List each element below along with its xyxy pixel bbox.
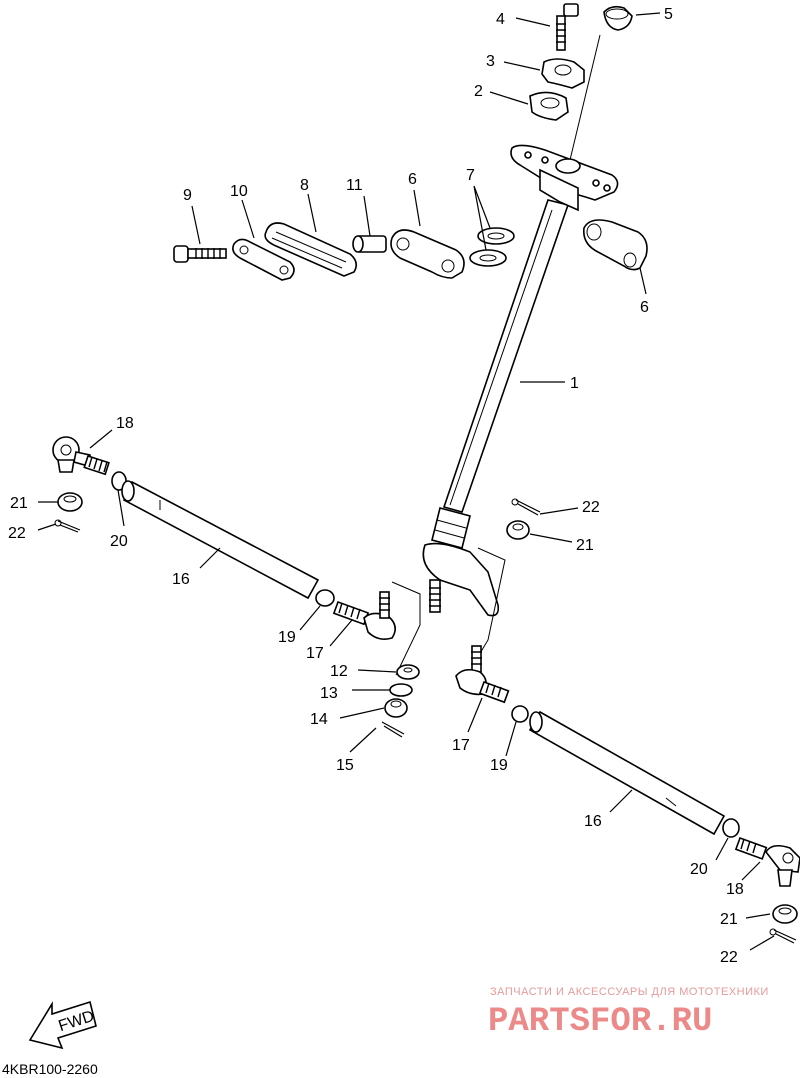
callout-17-left: 17 xyxy=(306,645,324,662)
callout-18-right: 18 xyxy=(726,881,744,898)
callout-19-right: 19 xyxy=(490,757,508,774)
tie-rod-16-right xyxy=(528,710,726,836)
callouts: 4 5 3 2 1 9 10 8 11 6 7 6 18 21 22 20 16… xyxy=(8,6,744,966)
cotter-pin-15 xyxy=(381,721,405,738)
callout-12: 12 xyxy=(330,663,348,680)
watermark-logo: PARTSFOR.RU xyxy=(488,1003,712,1041)
callout-21-left: 21 xyxy=(10,495,28,512)
bolt-4 xyxy=(556,3,579,51)
steering-shaft xyxy=(422,199,570,617)
nut-14 xyxy=(384,698,408,718)
tie-rod-end-17-left xyxy=(332,591,396,640)
nut-21-left xyxy=(57,492,83,512)
fwd-arrow-icon: FWD xyxy=(28,1000,97,1050)
callout-6-left: 6 xyxy=(408,171,417,188)
nut-20-right xyxy=(722,818,740,838)
tie-rod-end-18-right xyxy=(734,836,800,887)
washer-12 xyxy=(396,664,420,680)
callout-9: 9 xyxy=(183,187,192,204)
callout-5: 5 xyxy=(664,6,673,23)
callout-16-right: 16 xyxy=(584,813,602,830)
callout-11: 11 xyxy=(346,177,363,194)
callout-4: 4 xyxy=(496,11,505,28)
callout-18-left: 18 xyxy=(116,415,134,432)
diagram-code: 4KBR100-2260 xyxy=(2,1061,98,1077)
clamp-2 xyxy=(529,91,569,121)
callout-21-top: 21 xyxy=(576,537,594,554)
callout-22-left: 22 xyxy=(8,525,26,542)
nut-19-left xyxy=(315,589,335,607)
callout-10: 10 xyxy=(230,183,248,200)
nut-19-right xyxy=(511,705,529,723)
callout-1: 1 xyxy=(570,375,579,392)
callout-6-right: 6 xyxy=(640,299,649,316)
leader-lines xyxy=(37,12,775,951)
tie-rod-16-left xyxy=(121,480,320,600)
cotter-pin-22-left xyxy=(54,519,81,533)
tie-rod-end-17-right xyxy=(455,645,510,704)
callout-22-right: 22 xyxy=(720,949,738,966)
callout-19-left: 19 xyxy=(278,629,296,646)
callout-20-right: 20 xyxy=(690,861,708,878)
callout-22-top: 22 xyxy=(582,499,600,516)
washer-13 xyxy=(389,683,413,697)
holder-6-right xyxy=(582,219,648,271)
callout-8: 8 xyxy=(300,177,309,194)
callout-21-right: 21 xyxy=(720,911,738,928)
washers-7 xyxy=(469,227,515,267)
callout-7: 7 xyxy=(466,167,475,184)
callout-2: 2 xyxy=(474,83,483,100)
bracket-8 xyxy=(264,222,358,277)
construction-lines xyxy=(391,34,601,676)
nut-21-right xyxy=(772,904,798,924)
cotter-pin-22-right xyxy=(769,928,797,944)
callout-16-left: 16 xyxy=(172,571,190,588)
clamp-3 xyxy=(541,58,585,89)
callout-13: 13 xyxy=(320,685,338,702)
callout-15: 15 xyxy=(336,757,354,774)
nut-21-top xyxy=(506,520,530,540)
plate-10 xyxy=(232,238,295,281)
tie-rod-end-18-left xyxy=(52,436,110,476)
bolt-9 xyxy=(173,245,227,263)
collar-11 xyxy=(352,235,387,253)
callout-17-right: 17 xyxy=(452,737,470,754)
callout-3: 3 xyxy=(486,53,495,70)
cotter-pin-22-top xyxy=(511,498,541,516)
watermark: ЗАПЧАСТИ И АКСЕССУАРЫ ДЛЯ МОТОТЕХНИКИ PA… xyxy=(488,986,769,1041)
holder-6-left xyxy=(390,229,465,279)
watermark-caption: ЗАПЧАСТИ И АКСЕССУАРЫ ДЛЯ МОТОТЕХНИКИ xyxy=(490,986,769,998)
callout-14: 14 xyxy=(310,711,328,728)
upper-bracket xyxy=(510,144,619,212)
callout-20-left: 20 xyxy=(110,533,128,550)
cap-5 xyxy=(603,5,633,31)
